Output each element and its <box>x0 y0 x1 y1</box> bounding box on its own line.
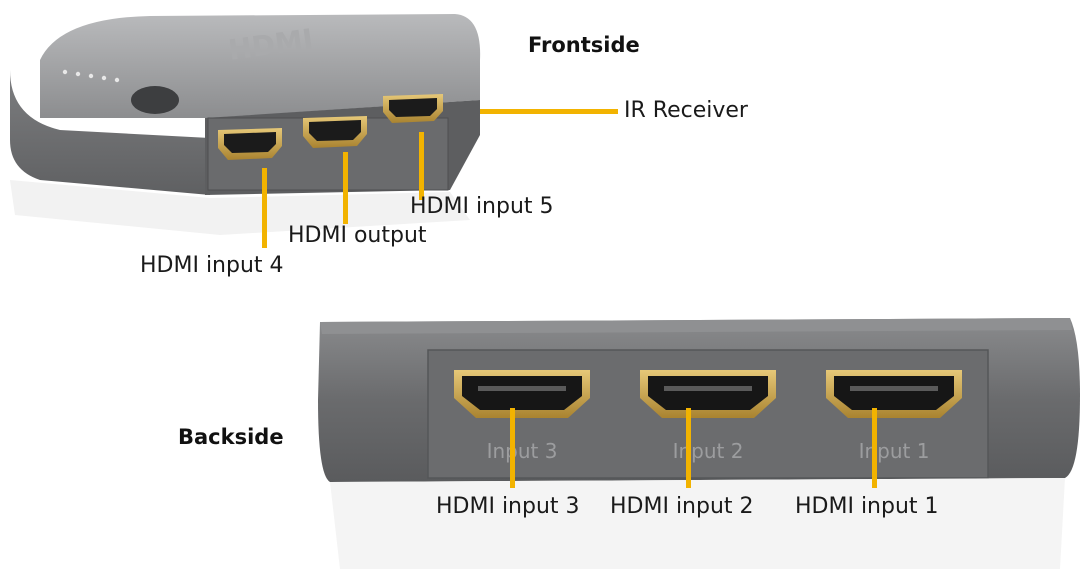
back-device: Input 3 Input 2 Input 1 <box>318 318 1080 569</box>
port-print-input-1: Input 1 <box>859 439 930 463</box>
label-hdmi-output: HDMI output <box>288 223 427 248</box>
label-hdmi-input-5: HDMI input 5 <box>410 194 554 219</box>
leader-ir-receiver <box>480 109 618 114</box>
heading-frontside: Frontside <box>528 33 640 57</box>
port-print-input-2: Input 2 <box>673 439 744 463</box>
port-print-input-3: Input 3 <box>487 439 558 463</box>
label-hdmi-input-4: HDMI input 4 <box>140 253 284 278</box>
front-port-input-5 <box>383 94 443 123</box>
label-hdmi-input-3: HDMI input 3 <box>436 494 580 519</box>
back-port-input-1 <box>826 370 962 418</box>
front-device: HDMI <box>10 14 481 235</box>
leader-hdmi-input-1 <box>872 408 877 488</box>
leader-lines <box>262 109 877 488</box>
front-port-input-4 <box>218 128 282 160</box>
leader-hdmi-output <box>343 152 348 224</box>
select-button <box>131 86 179 114</box>
label-ir-receiver: IR Receiver <box>624 98 748 123</box>
leader-hdmi-input-5 <box>419 132 424 200</box>
leader-hdmi-input-4 <box>262 168 267 248</box>
front-port-output <box>303 116 367 148</box>
leader-hdmi-input-3 <box>510 408 515 488</box>
back-port-input-3 <box>454 370 590 418</box>
leader-hdmi-input-2 <box>686 408 691 488</box>
label-hdmi-input-1: HDMI input 1 <box>795 494 939 519</box>
label-hdmi-input-2: HDMI input 2 <box>610 494 754 519</box>
heading-backside: Backside <box>178 425 284 449</box>
back-port-input-2 <box>640 370 776 418</box>
